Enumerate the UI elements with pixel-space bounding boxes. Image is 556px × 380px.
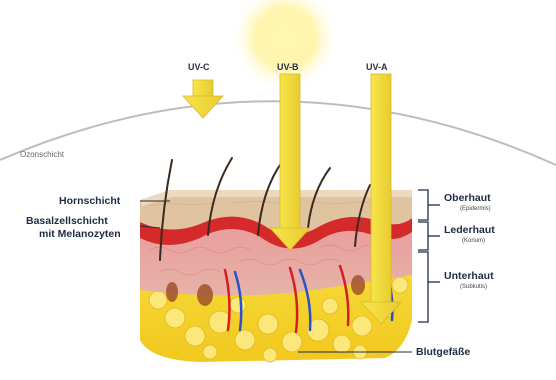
uva-label: UV-A bbox=[366, 62, 388, 72]
lederhaut-sublabel: (Korium) bbox=[462, 238, 485, 244]
basal-layer-label-line2: mit Melanozyten bbox=[39, 228, 121, 240]
unterhaut-label: Unterhaut bbox=[444, 270, 494, 282]
oberhaut-sublabel: (Epidermis) bbox=[460, 206, 491, 212]
uvc-arrow bbox=[183, 80, 223, 118]
ozone-label: Ozonschicht bbox=[20, 150, 64, 159]
oberhaut-label: Oberhaut bbox=[444, 192, 491, 204]
ozone-layer-line bbox=[0, 101, 556, 165]
basal-layer-label-line1: Basalzellschicht bbox=[26, 215, 108, 227]
uvc-label: UV-C bbox=[188, 62, 210, 72]
horn-layer-label: Hornschicht bbox=[59, 195, 120, 207]
uvb-label: UV-B bbox=[277, 62, 299, 72]
blood-vessels-label: Blutgefäße bbox=[416, 346, 470, 358]
layer-brackets bbox=[418, 190, 440, 322]
unterhaut-sublabel: (Subkutis) bbox=[460, 284, 487, 290]
lederhaut-label: Lederhaut bbox=[444, 224, 495, 236]
